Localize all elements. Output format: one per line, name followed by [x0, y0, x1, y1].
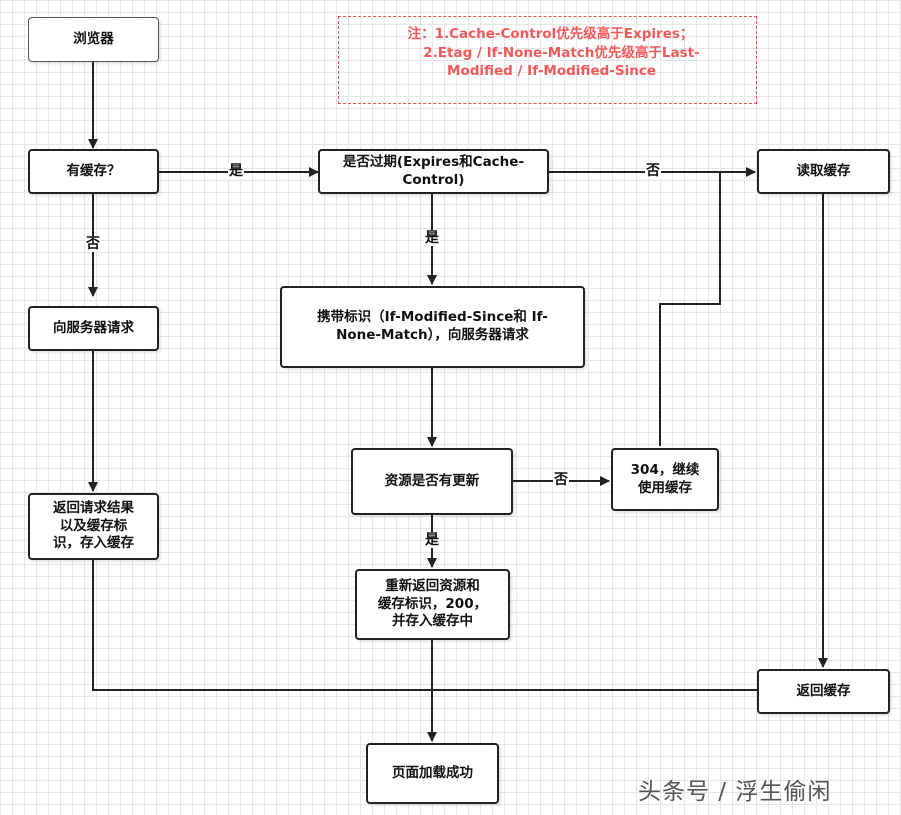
priority-note: 注：1.Cache-Control优先级高于Expires； 2.Etag / …: [338, 16, 757, 104]
node-return-result: 返回请求结果 以及缓存标 识，存入缓存: [28, 493, 159, 560]
node-read-cache-label: 读取缓存: [796, 162, 851, 179]
node-conditional-request: 携带标识（If-Modified-Since和 If- None-Match），…: [280, 286, 585, 368]
node-new-resource-line-3: 并存入缓存中: [392, 613, 473, 630]
edge-return-result-to-page: [92, 560, 757, 691]
node-return-result-line-3: 识，存入缓存: [53, 535, 134, 552]
node-expired-line-2: Control): [402, 171, 465, 188]
node-read-cache: 读取缓存: [757, 149, 890, 194]
node-conditional-line-2: None-Match），向服务器请求: [336, 327, 529, 343]
edge-label-has-cache-yes: 是: [228, 163, 244, 179]
node-new-resource: 重新返回资源和 缓存标识，200， 并存入缓存中: [355, 569, 510, 640]
node-request-server: 向服务器请求: [28, 306, 159, 351]
node-304-line-2: 使用缓存: [638, 479, 692, 496]
node-return-cache: 返回缓存: [757, 669, 890, 714]
edge-304-to-read-cache: [659, 172, 721, 446]
node-expired-line-1: 是否过期(Expires和Cache-: [342, 153, 525, 170]
node-new-resource-line-2: 缓存标识，200，: [377, 595, 488, 612]
node-has-cache: 有缓存？: [28, 149, 159, 194]
node-browser-label: 浏览器: [73, 30, 114, 47]
edge-label-no-update: 否: [553, 472, 569, 488]
node-expired: 是否过期(Expires和Cache- Control): [318, 149, 549, 194]
node-304: 304，继续 使用缓存: [611, 448, 719, 511]
node-request-server-label: 向服务器请求: [53, 319, 134, 336]
node-return-result-line-1: 返回请求结果: [53, 499, 134, 516]
node-resource-updated: 资源是否有更新: [351, 448, 513, 515]
edge-label-not-expired: 否: [645, 163, 661, 179]
edge-label-has-cache-no: 否: [85, 236, 101, 252]
node-return-cache-label: 返回缓存: [796, 682, 851, 699]
watermark-text: 头条号 / 浮生偷闲: [638, 779, 832, 805]
node-resource-updated-label: 资源是否有更新: [384, 472, 480, 489]
edge-label-expired-yes: 是: [424, 230, 440, 246]
note-line-1: 注：1.Cache-Control优先级高于Expires；: [407, 26, 694, 42]
node-conditional-line-1: 携带标识（If-Modified-Since和 If-: [317, 309, 548, 326]
node-browser: 浏览器: [28, 17, 159, 62]
node-page-loaded-label: 页面加载成功: [392, 764, 473, 781]
node-new-resource-line-1: 重新返回资源和: [385, 577, 480, 594]
node-304-line-1: 304，继续: [630, 461, 700, 478]
node-return-result-line-2: 以及缓存标: [59, 517, 128, 534]
node-page-loaded: 页面加载成功: [366, 743, 499, 804]
note-line-2: 2.Etag / If-None-Match优先级高于Last-: [423, 44, 700, 61]
edge-label-has-update: 是: [424, 532, 440, 548]
node-has-cache-label: 有缓存？: [66, 162, 121, 179]
note-line-3: Modified / If-Modified-Since: [447, 63, 656, 80]
